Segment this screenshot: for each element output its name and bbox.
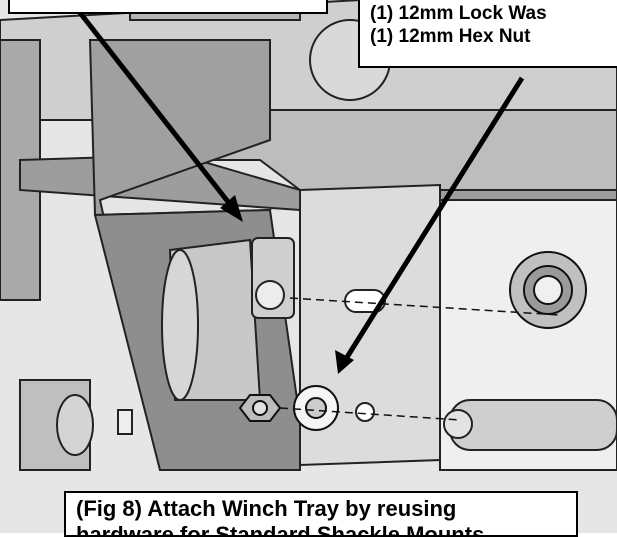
lower-left-parts: [19, 379, 133, 471]
washer-and-nut: [238, 385, 339, 431]
lock-washer-label: (1) 12mm Lock Was: [370, 3, 547, 24]
figure-caption: (Fig 8) Attach Winch Tray by reusing har…: [64, 491, 578, 537]
assembly-lines: [279, 297, 561, 421]
callout-top-left: [8, 0, 328, 14]
shackle-pin: [443, 399, 617, 451]
hardware-callout: (1) 12mm Lock Was (1) 12mm Hex Nut: [358, 0, 617, 68]
arrow-head-washer: [335, 350, 354, 374]
callout-arrows: [68, 0, 525, 374]
caption-line-2: hardware for Standard Shackle Mounts: [76, 522, 485, 537]
frame-hex-nut: [509, 251, 587, 329]
hex-nut-label: (1) 12mm Hex Nut: [370, 26, 531, 47]
winch-drum: [161, 237, 295, 401]
caption-line-1: (Fig 8) Attach Winch Tray by reusing: [76, 496, 457, 521]
arrow-head-bracket: [220, 195, 243, 222]
